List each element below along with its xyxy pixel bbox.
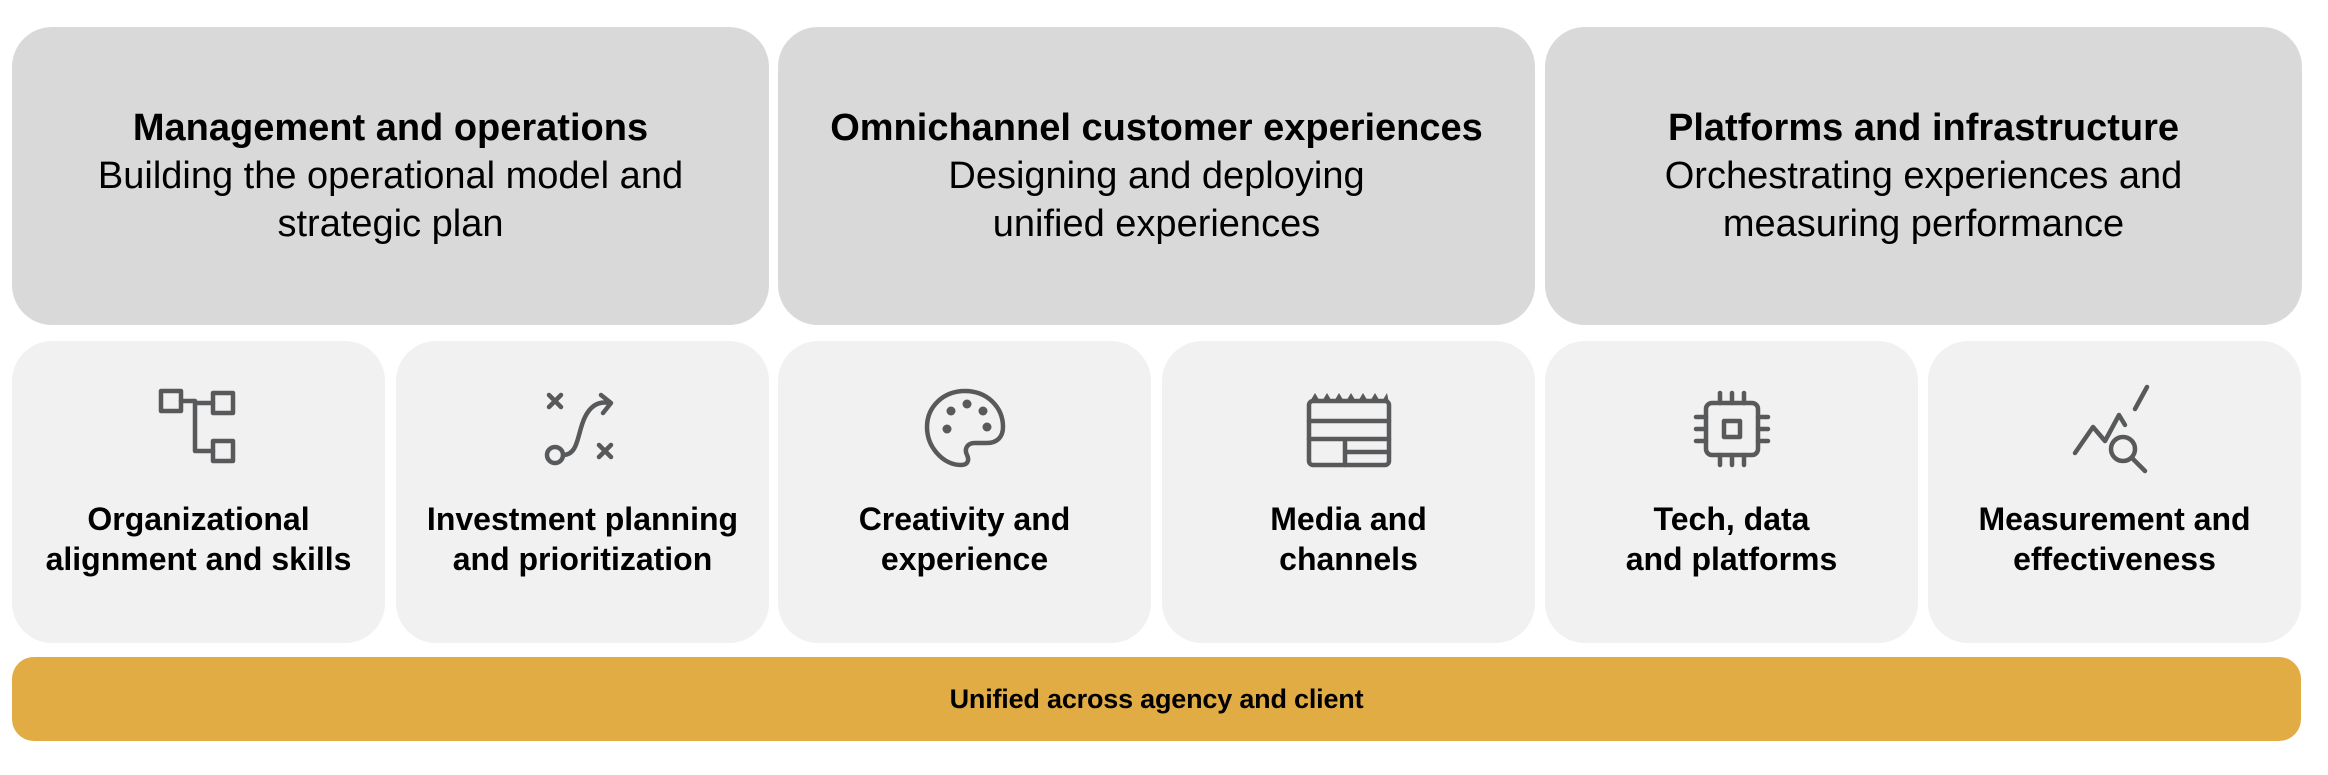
capability-label: Measurement and effectiveness bbox=[1978, 501, 2251, 577]
pillar-subtitle: Orchestrating experiences and measuring … bbox=[1664, 155, 2183, 245]
capability-label: Tech, data and platforms bbox=[1625, 501, 1838, 577]
pillar-omnichannel-experiences: Omnichannel customer experiences Designi… bbox=[778, 27, 1535, 325]
capability-media-channels: Media and channels bbox=[1162, 341, 1535, 643]
pillar-title: Management and operations bbox=[132, 107, 649, 149]
capability-organizational-alignment: Organizational alignment and skills bbox=[12, 341, 385, 643]
capability-creativity-experience: Creativity and experience bbox=[778, 341, 1151, 643]
capability-tech-data-platforms: Tech, data and platforms bbox=[1545, 341, 1918, 643]
chip-icon bbox=[1693, 390, 1770, 468]
pillar-subtitle: Building the operational model and strat… bbox=[97, 155, 684, 245]
pillar-title: Omnichannel customer experiences bbox=[830, 107, 1483, 149]
capability-label: Creativity and experience bbox=[858, 501, 1071, 577]
route-plan-icon bbox=[544, 392, 613, 466]
band-label: Unified across agency and client bbox=[949, 683, 1364, 714]
pillar-platforms-infrastructure: Platforms and infrastructure Orchestrati… bbox=[1545, 27, 2302, 325]
capability-label: Media and channels bbox=[1270, 501, 1427, 577]
unified-band: Unified across agency and client bbox=[12, 657, 2301, 741]
pillar-title: Platforms and infrastructure bbox=[1668, 107, 2179, 149]
capability-label: Investment planning and prioritization bbox=[426, 501, 739, 577]
chart-magnifier-icon bbox=[2072, 384, 2149, 474]
pillar-management-operations: Management and operations Building the o… bbox=[12, 27, 769, 325]
capability-label: Organizational alignment and skills bbox=[45, 501, 352, 577]
capability-investment-planning: Investment planning and prioritization bbox=[396, 341, 769, 643]
palette-icon bbox=[924, 388, 1005, 468]
capability-measurement-effectiveness: Measurement and effectiveness bbox=[1928, 341, 2301, 643]
pillar-subtitle: Designing and deploying unified experien… bbox=[948, 155, 1365, 245]
org-chart-icon bbox=[158, 388, 235, 464]
newspaper-layout-icon bbox=[1306, 393, 1391, 468]
